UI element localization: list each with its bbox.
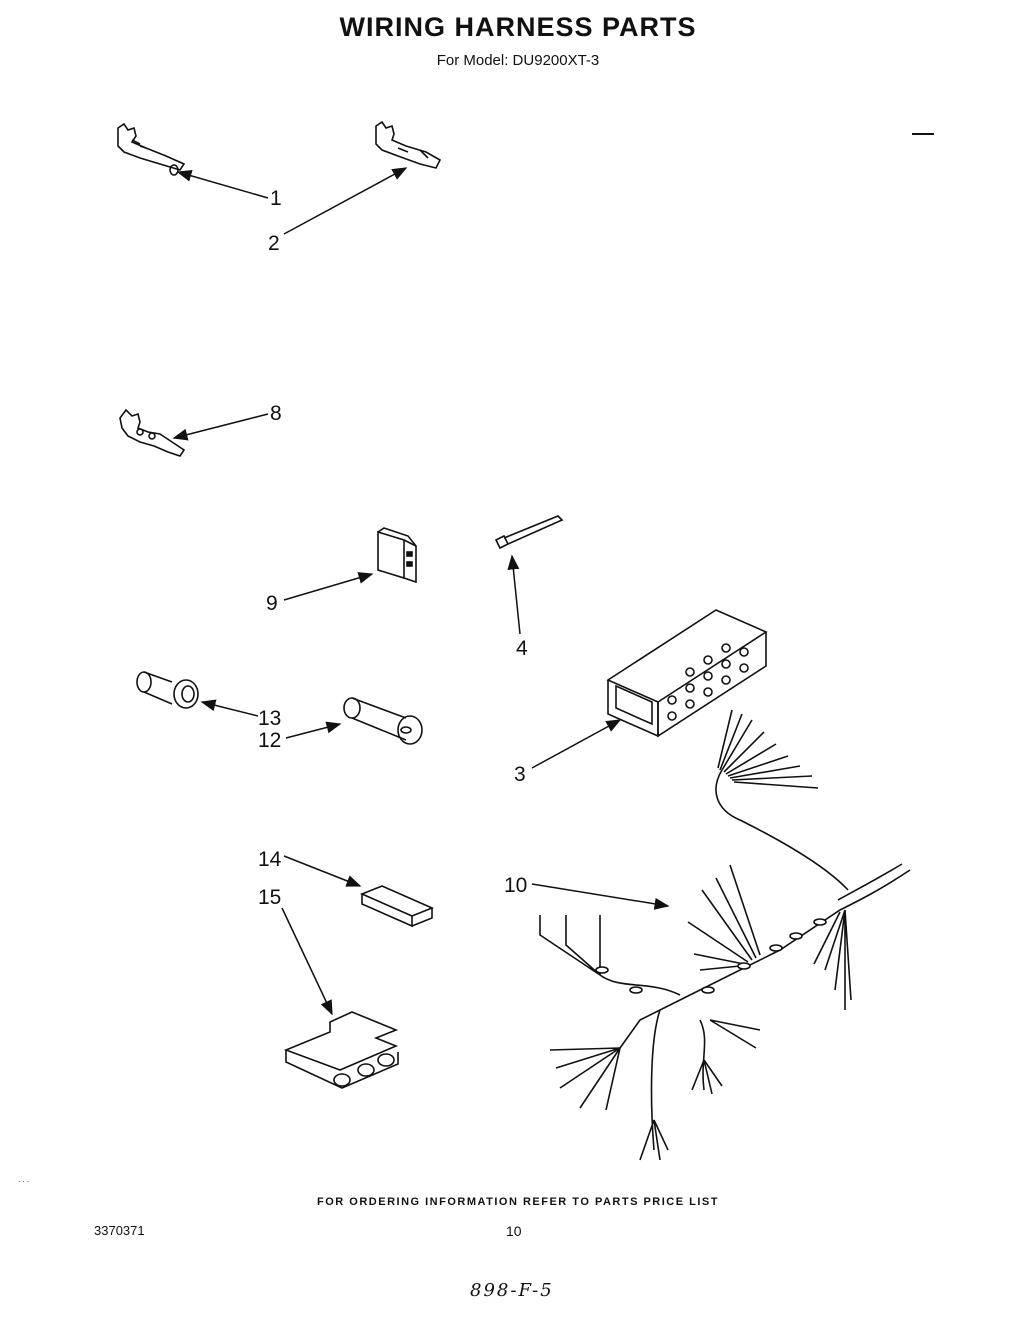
leader-13 [200, 699, 259, 717]
leader-15 [281, 907, 333, 1016]
callout-13: 13 [258, 707, 281, 730]
callout-10: 10 [504, 874, 527, 897]
document-number: 3370371 [94, 1223, 145, 1238]
leader-2 [283, 167, 408, 235]
part-9-connector [377, 527, 417, 584]
leader-12 [285, 721, 342, 739]
callout-8: 8 [270, 402, 282, 425]
part-14-clip [359, 885, 435, 928]
leader-lines [172, 167, 670, 1016]
leader-3 [531, 719, 622, 769]
model-subtitle: For Model: DU9200XT-3 [436, 52, 600, 69]
callout-15: 15 [258, 886, 281, 909]
callout-4: 4 [516, 637, 528, 660]
callout-12: 12 [258, 729, 281, 752]
margin-speck: . . . [18, 1175, 29, 1184]
leader-8 [172, 413, 269, 441]
leader-14 [283, 855, 362, 887]
part-2-terminal [375, 120, 442, 169]
part-3-terminal-block [606, 609, 768, 738]
diagram-title: WIRING HARNESS PARTS [339, 12, 697, 42]
leader-10 [531, 883, 670, 910]
callout-1: 1 [270, 187, 282, 210]
callout-9: 9 [266, 592, 278, 615]
part-10-wiring-harness [539, 709, 911, 1161]
part-8-terminal [119, 408, 186, 457]
leader-1 [176, 169, 269, 199]
page-number: 10 [506, 1223, 522, 1239]
leader-9 [283, 572, 374, 601]
ordering-note: FOR ORDERING INFORMATION REFER TO PARTS … [317, 1196, 719, 1208]
part-1-terminal [117, 122, 186, 176]
callout-3: 3 [514, 763, 526, 786]
leader-4 [507, 554, 521, 635]
callout-14: 14 [258, 848, 282, 871]
part-15-housing [283, 1011, 399, 1089]
part-4-cable-tie [494, 515, 564, 550]
handwritten-note: 898-F-5 [470, 1280, 554, 1301]
part-12-sleeve [343, 697, 423, 745]
callout-2: 2 [268, 232, 280, 255]
part-13-bushing [136, 671, 199, 709]
